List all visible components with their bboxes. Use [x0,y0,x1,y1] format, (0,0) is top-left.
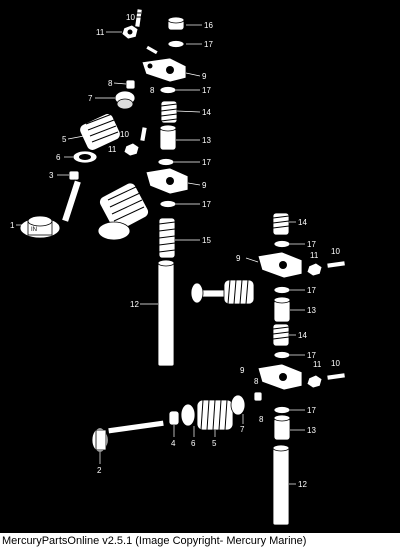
callout-9: 9 [202,72,207,81]
spring-retainer-7 [230,394,246,416]
rocker-arm-mid [145,167,189,195]
callout-9: 9 [202,181,207,190]
lock-nut-right-top [306,262,323,277]
callout-12: 12 [130,300,139,309]
callout-15: 15 [202,236,211,245]
callout-7: 7 [240,425,245,434]
valve-assembly-right [190,279,255,305]
washer-17-a [167,40,185,48]
valve-marking: IN [31,227,37,233]
exploded-parts-diagram: IN [10,8,346,526]
copyright-footer: MercuryPartsOnline v2.5.1 (Image Copyrig… [0,533,400,549]
spring-14-right-top [272,212,290,236]
callout-2: 2 [97,466,102,475]
callout-14: 14 [298,331,307,340]
callout-17: 17 [202,158,211,167]
keeper-8-top [125,79,136,90]
callout-8: 8 [108,79,113,88]
callout-14: 14 [298,218,307,227]
valve-spring-assembly-mid [97,182,149,241]
callout-10: 10 [331,247,340,256]
rocker-arm-right-bottom [257,363,303,391]
leader-lines [16,24,305,485]
adjuster-screw-mid [139,126,148,142]
callout-13: 13 [307,306,316,315]
callout-10: 10 [120,130,129,139]
callout-17: 17 [202,200,211,209]
spring-14-right-mid [272,323,290,347]
adjuster-screw-top [134,8,143,28]
callout-6: 6 [191,439,196,448]
washer-17-g [273,351,291,359]
valve-keeper-3 [68,170,80,181]
lock-nut-mid [123,142,140,157]
callout-7: 7 [88,94,93,103]
valve-spring-5 [196,399,234,431]
keeper-8-right [253,391,263,402]
pushrod-tip-top [145,44,159,56]
rocker-arm-top [141,57,187,83]
pushrod-12-bottom [272,446,290,526]
adjuster-screw-right-bottom [326,372,346,381]
tappet-13-top [159,124,177,151]
callout-10: 10 [126,13,135,22]
rocker-arm-right-top [257,251,303,279]
callout-17: 17 [204,40,213,49]
callout-5: 5 [62,135,67,144]
callout-6: 6 [56,153,61,162]
pushrod-12-top [157,261,175,367]
washer-17-h [273,406,291,414]
adjuster-screw-right-top [326,260,346,269]
callout-11: 11 [313,360,322,369]
callout-11: 11 [108,145,117,154]
washer-17-e [273,240,291,248]
callout-labels: 10 11 16 17 8 9 8 17 7 14 5 10 13 11 6 1… [10,13,340,489]
callout-8: 8 [259,415,264,424]
callout-11: 11 [96,28,105,37]
callout-17: 17 [202,86,211,95]
tappet-13-right-top [273,296,291,323]
lock-nut-right-bottom [306,374,323,389]
cap-16 [167,16,185,31]
callout-17: 17 [307,240,316,249]
callout-13: 13 [202,136,211,145]
callout-9: 9 [236,254,241,263]
spring-14-top [160,100,178,124]
callout-8: 8 [150,86,155,95]
valve-keeper-4 [168,410,180,426]
callout-13: 13 [307,426,316,435]
spring-15 [158,217,176,259]
washer-17-b [159,86,177,94]
callout-5: 5 [212,439,217,448]
callout-12: 12 [298,480,307,489]
tappet-13-right-bottom [273,414,291,441]
callout-9: 9 [240,366,245,375]
callout-16: 16 [204,21,213,30]
exhaust-valve-2 [91,419,165,453]
callout-17: 17 [307,406,316,415]
washer-17-c [157,158,175,166]
callout-17: 17 [307,286,316,295]
valve-spring-top [79,113,121,151]
callout-10: 10 [331,359,340,368]
valve-seal-6 [180,403,196,427]
callout-4: 4 [171,439,176,448]
callout-8: 8 [254,377,259,386]
callout-3: 3 [49,171,54,180]
intake-valve-1: IN [19,179,82,239]
washer-17-f [273,286,291,294]
callout-1: 1 [10,221,15,230]
callout-11: 11 [310,251,319,260]
callout-14: 14 [202,108,211,117]
washer-17-d [159,200,177,208]
lock-nut-top [121,24,139,40]
callout-17: 17 [307,351,316,360]
spring-retainer-top [114,90,136,110]
